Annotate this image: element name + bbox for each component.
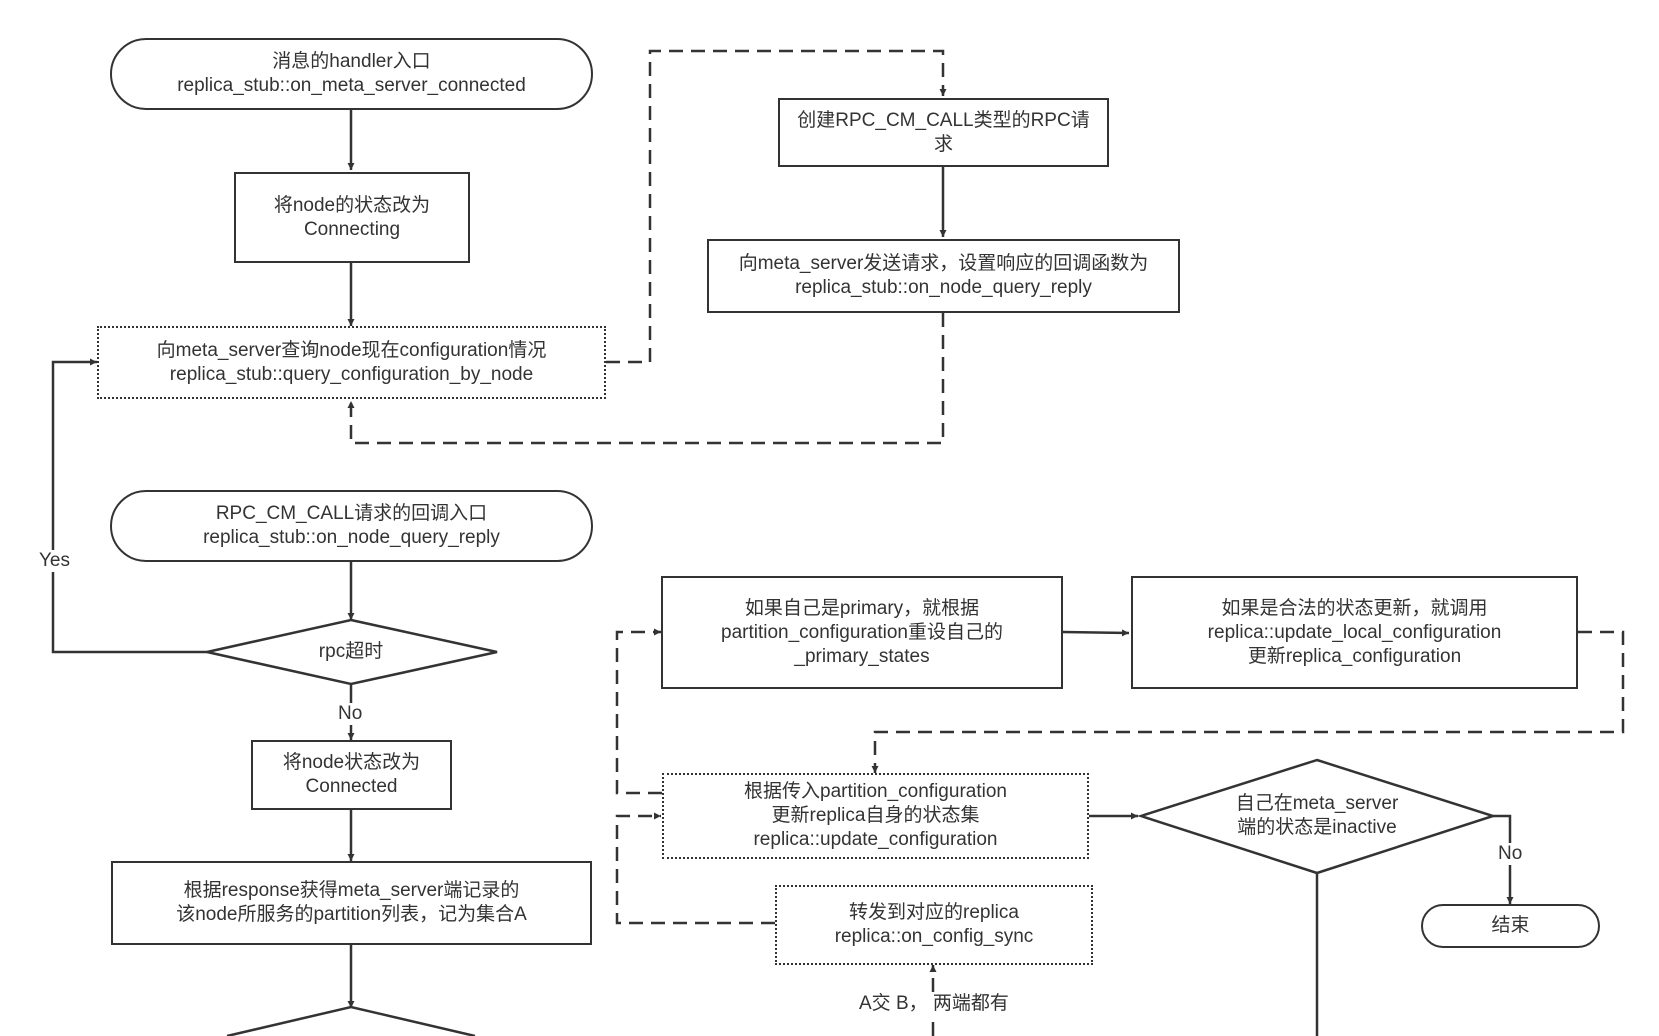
edge-inactive-no — [1493, 814, 1514, 904]
no-timeout-label: No — [336, 703, 365, 725]
create-rpc-text: 创建RPC_CM_CALL类型的RPC请 求 — [797, 109, 1090, 155]
edge-config-to-primary — [615, 628, 662, 795]
query-configuration-text: 向meta_server查询node现在configuration情况 repl… — [156, 339, 547, 385]
update-configuration-text: 根据传入partition_configuration 更新replica自身的… — [744, 781, 1007, 850]
no-inactive-label: No — [1496, 843, 1525, 865]
end-terminal: 结束 — [1421, 904, 1600, 948]
edge-primary-to-update-local — [1062, 629, 1130, 637]
rpc-timeout-text: rpc超时 — [318, 641, 384, 662]
callback-entry-terminal: RPC_CM_CALL请求的回调入口 replica_stub::on_node… — [110, 490, 593, 562]
edge-forward-to-config — [615, 812, 775, 925]
set-connecting-text: 将node的状态改为 Connecting — [273, 194, 431, 240]
inactive-check-label: 自己在meta_server 端的状态是inactive — [1187, 790, 1447, 842]
forward-replica-box: 转发到对应的replica replica::on_config_sync — [775, 885, 1093, 965]
update-local-config-box: 如果是合法的状态更新，就调用 replica::update_local_con… — [1131, 576, 1578, 689]
end-text: 结束 — [1491, 915, 1530, 936]
inactive-check-diamond — [1136, 758, 1498, 875]
rpc-timeout-diamond — [206, 618, 498, 686]
edge-query-to-create — [606, 49, 947, 364]
send-request-box: 向meta_server发送请求，设置响应的回调函数为 replica_stub… — [707, 239, 1180, 313]
get-partitions-box: 根据response获得meta_server端记录的 该node所服务的par… — [111, 861, 592, 945]
create-rpc-box: 创建RPC_CM_CALL类型的RPC请 求 — [778, 98, 1109, 167]
edge-bottom-partial — [226, 1005, 476, 1036]
set-connecting-box: 将node的状态改为 Connecting — [234, 172, 470, 263]
edge-timeout-yes — [51, 358, 207, 654]
yes-label: Yes — [37, 550, 72, 572]
edge-send-back-to-query — [347, 313, 945, 445]
get-partitions-text: 根据response获得meta_server端记录的 该node所服务的par… — [176, 880, 527, 925]
handler-entry-terminal: 消息的handler入口 replica_stub::on_meta_serve… — [110, 38, 593, 110]
rpc-timeout-label: rpc超时 — [261, 638, 441, 666]
update-local-config-text: 如果是合法的状态更新，就调用 replica::update_local_con… — [1207, 597, 1502, 667]
query-configuration-box: 向meta_server查询node现在configuration情况 repl… — [97, 326, 606, 399]
edge-update-local-to-config — [871, 630, 1625, 773]
forward-replica-text: 转发到对应的replica replica::on_config_sync — [834, 902, 1034, 947]
send-request-text: 向meta_server发送请求，设置响应的回调函数为 replica_stub… — [738, 253, 1149, 298]
primary-reset-box: 如果自己是primary，就根据 partition_configuration… — [661, 576, 1063, 689]
callback-entry-text: RPC_CM_CALL请求的回调入口 replica_stub::on_node… — [203, 503, 500, 548]
primary-reset-text: 如果自己是primary，就根据 partition_configuration… — [721, 597, 1003, 667]
inactive-check-text: 自己在meta_server 端的状态是inactive — [1235, 793, 1399, 838]
intersection-label: A交 B， 两端都有 — [857, 993, 1011, 1015]
set-connected-text: 将node状态改为 Connected — [282, 752, 421, 797]
update-configuration-box: 根据传入partition_configuration 更新replica自身的… — [662, 773, 1089, 859]
set-connected-box: 将node状态改为 Connected — [251, 740, 452, 810]
handler-entry-text: 消息的handler入口 replica_stub::on_meta_serve… — [177, 51, 526, 96]
